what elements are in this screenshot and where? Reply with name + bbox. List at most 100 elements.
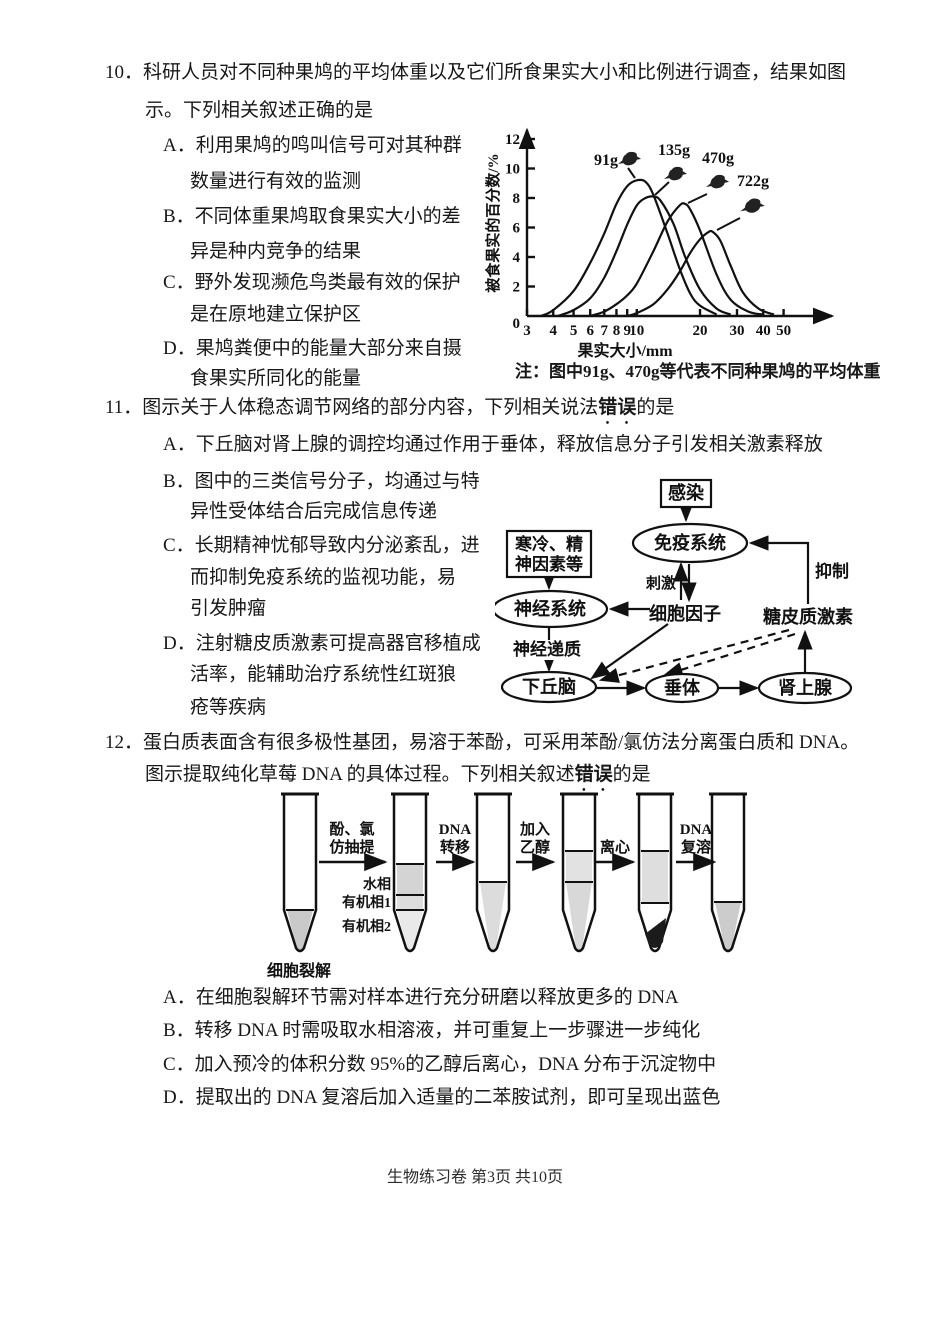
tick-label-x: 40: [756, 323, 771, 339]
q10-option-d-line1: D．果鸠粪便中的能量大部分来自摄: [163, 338, 462, 359]
step-centrifuge-label: 离心: [600, 838, 630, 856]
tick-label-x: 30: [730, 323, 745, 339]
edge-label-neurotransmitter: 神经递质: [513, 639, 581, 659]
step-dna-transfer-label2: 转移: [440, 838, 470, 856]
q11-stem-suffix: 的是: [636, 397, 675, 418]
chart-curve-91g: [540, 178, 718, 318]
step-phenol-chloroform-label1: 酚、氯: [329, 820, 374, 838]
phase-label-organic2: 有机相2: [342, 918, 391, 935]
q11-option-d-line1: D．注射糖皮质激素可提高器官移植成: [163, 633, 481, 654]
series-label-91g: 91g: [594, 152, 618, 169]
q10-stem-line1: 10．科研人员对不同种果鸠的平均体重以及它们所食果实大小和比例进行调查，结果如图: [105, 62, 847, 83]
q11-option-b-line2: 异性受体结合后完成信息传递: [190, 501, 438, 522]
node-cold-factors-line2: 神因素等: [515, 554, 583, 574]
tube-1-lysate-layer1: [287, 910, 313, 953]
node-cold-factors-line1: 寒冷、精: [515, 534, 583, 554]
tube-5-dna-pellet: [645, 918, 666, 949]
q10-option-d-line2: 食果实所同化的能量: [190, 368, 362, 389]
tick-label-x: 9: [623, 323, 631, 339]
tick-label-y: 10: [505, 162, 520, 178]
node-nervous-system-shape: [495, 589, 609, 629]
tube-4-ethanol-layer1: [566, 851, 592, 882]
step-add-ethanol-label2: 乙醇: [520, 838, 550, 856]
q10-option-b-line1: B．不同体重果鸠取食果实大小的差: [163, 206, 461, 227]
q12-stem-emphasis: 错误: [574, 764, 613, 785]
node-infection-label: 感染: [668, 482, 705, 503]
node-cytokine-label: 细胞因子: [649, 603, 721, 624]
tube-2-phases-layer3: [397, 910, 423, 953]
node-hypothalamus-label: 下丘脑: [522, 676, 576, 697]
step-dna-transfer-label1: DNA: [439, 822, 472, 838]
node-cold-factors-shape: [505, 529, 593, 579]
page-footer: 生物练习卷 第3页 共10页: [386, 1169, 563, 1186]
tick-label-y: 2: [513, 280, 521, 296]
tick-label-y: 8: [513, 191, 521, 207]
q10-option-c-line2: 是在原地建立保护区: [190, 304, 362, 325]
tube-3-aqueous-layer1: [480, 882, 506, 953]
tick-label-x: 50: [776, 323, 791, 339]
tick-label-y: 6: [513, 221, 521, 237]
leader-line-91g: [627, 167, 636, 179]
node-infection-shape: [659, 478, 713, 509]
phase-label-aqueous: 水相: [363, 876, 391, 893]
node-pituitary-label: 垂体: [664, 677, 701, 698]
q12-option-b: B．转移 DNA 时需吸取水相溶液，并可重复上一步骤进一步纯化: [163, 1020, 701, 1041]
leader-line-470g: [687, 193, 708, 204]
q11-option-c-line1: C．长期精神忧郁导致内分泌紊乱，进: [163, 535, 480, 556]
tick-label-x: 7: [601, 323, 609, 339]
homeostasis-network-diagram: 感染免疫系统寒冷、精神因素等神经系统细胞因子糖皮质激素下丘脑垂体肾上腺刺激抑制神…: [495, 478, 853, 705]
q12-stem-suffix: 的是: [612, 764, 651, 785]
step-dna-redissolve-label1: DNA: [680, 822, 713, 838]
tick-label-x: 20: [693, 323, 708, 339]
tick-label-x: 6: [586, 323, 594, 339]
tube-6-redissolved-outline: [710, 794, 746, 953]
chart-curve-135g: [557, 195, 732, 318]
tube-4-ethanol-outline: [561, 794, 597, 953]
tube-5-centrifuged-outline: [637, 794, 673, 953]
tube-3-aqueous-outline: [475, 794, 511, 953]
bird-icon: [664, 166, 688, 181]
node-hypothalamus-shape: [500, 670, 598, 704]
bird-icon: [706, 174, 730, 189]
tick-label-x: 10: [629, 323, 644, 339]
dna-extraction-diagram: 酚、氯仿抽提DNA转移加入乙醇离心DNA复溶水相有机相1有机相2细胞裂解: [267, 792, 747, 980]
tick-label-y: 4: [513, 250, 521, 266]
tube-6-redissolved-layer1: [715, 902, 741, 953]
node-immune-system-label: 免疫系统: [654, 532, 726, 553]
q12-option-d: D．提取出的 DNA 复溶后加入适量的二苯胺试剂，即可呈现出蓝色: [163, 1087, 721, 1108]
node-adrenal-gland-label: 肾上腺: [778, 677, 833, 698]
edge-gluco-pituitary-dashed: [662, 632, 796, 678]
q12-option-c: C．加入预冷的体积分数 95%的乙醇后离心，DNA 分布于沉淀物中: [163, 1054, 717, 1075]
chart-note: 注：图中91g、470g等代表不同种果鸠的平均体重: [515, 362, 881, 381]
step-add-ethanol-label1: 加入: [519, 821, 550, 838]
tick-label-y: 12: [505, 132, 520, 148]
edge-gluco-immune-inhibit: [748, 535, 810, 604]
q11-stem: 11．图示关于人体稳态调节网络的部分内容，下列相关说法错误的是: [105, 396, 674, 429]
tick-label-x: 5: [570, 323, 578, 339]
node-nervous-system-label: 神经系统: [514, 598, 586, 619]
edge-label-inhibit: 抑制: [815, 561, 849, 581]
q10-option-c-line1: C．野外发现濒危鸟类最有效的保护: [163, 272, 461, 293]
node-adrenal-gland-shape: [757, 671, 853, 705]
chart-curve-470g: [589, 202, 764, 318]
q11-option-a: A．下丘脑对肾上腺的调控均通过作用于垂体，释放信息分子引发相关激素释放: [163, 434, 823, 455]
q11-option-b-line1: B．图中的三类信号分子，均通过与特: [163, 471, 480, 492]
q12-stem-prefix: 图示提取纯化草莓 DNA 的具体过程。下列相关叙述: [145, 764, 575, 785]
bird-icon: [618, 151, 642, 166]
tube-2-phases-layer1: [397, 864, 423, 895]
q12-stem-line2: 图示提取纯化草莓 DNA 的具体过程。下列相关叙述错误的是: [145, 763, 651, 796]
leader-line-722g: [716, 217, 741, 231]
q10-option-a-line2: 数量进行有效的监测: [190, 171, 362, 192]
edge-cytokine-hypothalamus: [590, 623, 669, 680]
node-glucocorticoid-label: 糖皮质激素: [763, 606, 853, 627]
q11-option-d-line2: 活率，能辅助治疗系统性红斑狼: [190, 664, 457, 685]
q12-option-a: A．在细胞裂解环节需对样本进行充分研磨以释放更多的 DNA: [163, 987, 679, 1008]
node-immune-system-shape: [631, 522, 749, 564]
tube-2-phases-layer2: [397, 895, 423, 910]
bird-icon: [740, 198, 765, 213]
cell-lysis-label: 细胞裂解: [267, 961, 331, 980]
q11-option-d-line3: 疮等疾病: [190, 697, 267, 718]
leader-line-135g: [654, 181, 670, 196]
